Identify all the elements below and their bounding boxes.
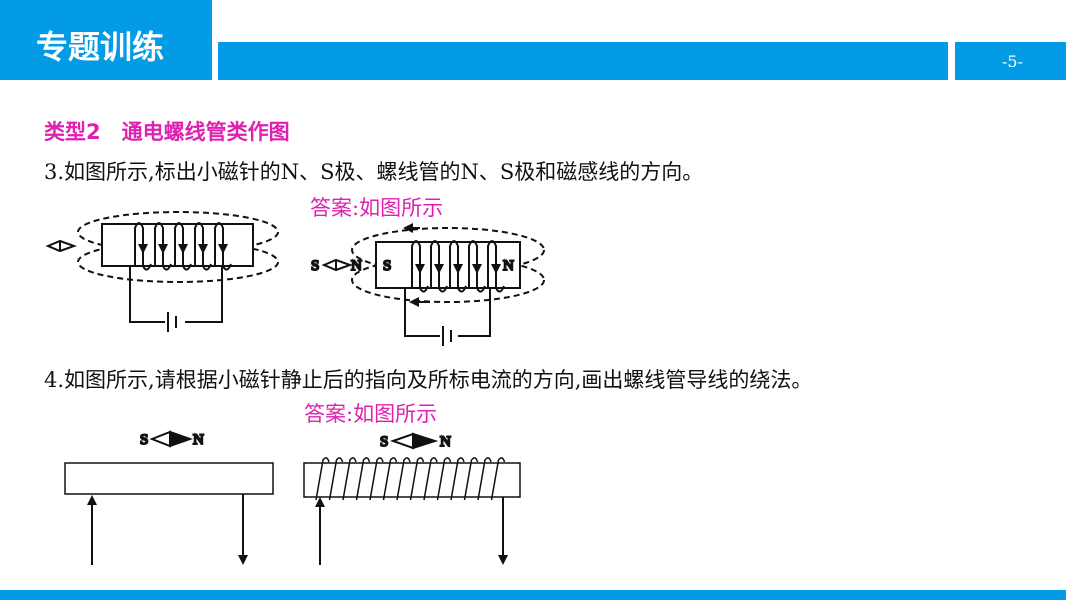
coil-loop xyxy=(134,222,152,271)
q4-answer-diagram: S N xyxy=(303,432,521,565)
coil-loop xyxy=(194,222,212,271)
q4-answer-needle-s: S xyxy=(380,434,388,450)
coil-winding xyxy=(436,457,452,501)
coil-loop xyxy=(468,240,486,293)
coil-winding xyxy=(328,457,344,501)
q3-answer-diagram: S N S N xyxy=(310,223,545,346)
coil-winding xyxy=(355,457,371,501)
q4-needle-n: N xyxy=(193,432,204,448)
section-heading: 类型2 通电螺线管类作图 xyxy=(44,120,290,144)
q4-solenoid-diagram: S N xyxy=(64,430,274,565)
coil-loop xyxy=(174,222,192,271)
page-number: -5- xyxy=(1002,52,1023,71)
coil-loop xyxy=(411,240,429,293)
question-3-text: 3.如图所示,标出小磁针的N、S极、螺线管的N、S极和磁感线的方向。 xyxy=(44,160,704,184)
coil-winding xyxy=(342,457,357,501)
coil-loop xyxy=(449,240,467,293)
coil-winding xyxy=(382,457,398,501)
question-4-text: 4.如图所示,请根据小磁针静止后的指向及所标电流的方向,画出螺线管导线的绕法。 xyxy=(44,368,813,392)
coil-winding xyxy=(490,457,506,501)
q3-coil-n: N xyxy=(503,258,514,274)
header-title-box: 专题训练 xyxy=(0,0,212,80)
coil-loop xyxy=(154,222,172,271)
q3-needle-s: S xyxy=(311,258,319,274)
footer-bar xyxy=(0,590,1066,600)
coil-winding xyxy=(369,457,384,501)
question-4-answer-label: 答案:如图所示 xyxy=(304,402,438,426)
coil-winding xyxy=(396,457,411,501)
q4-needle-s: S xyxy=(140,432,148,448)
q3-solenoid-diagram xyxy=(45,211,279,332)
coil-winding xyxy=(477,457,492,501)
coil-winding xyxy=(315,457,330,501)
question-3-answer-label: 答案:如图所示 xyxy=(310,196,444,220)
q4-answer-needle-n: N xyxy=(440,434,451,450)
header-title: 专题训练 xyxy=(36,28,165,66)
coil-loop xyxy=(430,240,448,293)
coil-winding xyxy=(409,457,425,501)
coil-loop xyxy=(214,222,232,271)
coil-loop xyxy=(487,240,505,293)
q3-needle-n: N xyxy=(351,258,362,274)
page-number-box: -5- xyxy=(955,42,1066,80)
coil-winding xyxy=(463,457,479,501)
header-bar xyxy=(218,42,948,80)
coil-winding xyxy=(423,457,438,501)
q3-coil-s: S xyxy=(383,258,391,274)
coil-winding xyxy=(450,457,465,501)
